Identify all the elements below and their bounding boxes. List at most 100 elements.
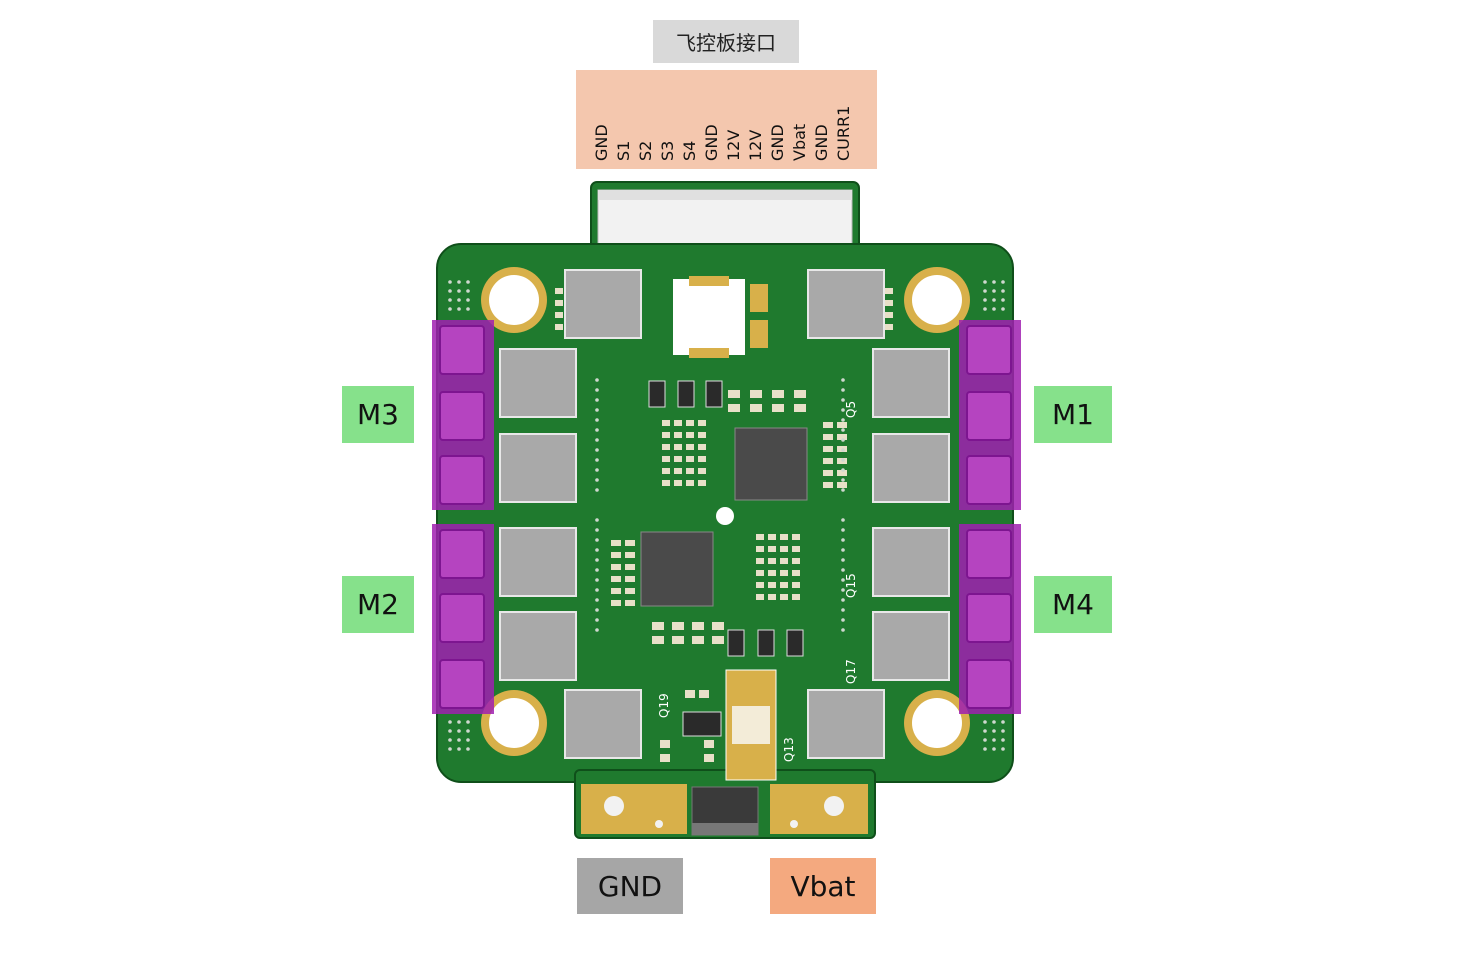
motor-pad [966, 391, 1012, 441]
pin-label: GND [768, 124, 787, 161]
via [466, 298, 470, 302]
via [595, 598, 599, 602]
passive-component [625, 564, 635, 570]
via [983, 720, 987, 724]
via [595, 428, 599, 432]
via [595, 608, 599, 612]
via [841, 588, 845, 592]
passive-component [823, 470, 833, 476]
passive-component [625, 540, 635, 546]
motor-label-m2: M2 [342, 576, 414, 633]
motor-pad [439, 455, 485, 505]
mosfet [807, 269, 885, 339]
via [841, 568, 845, 572]
passive-component [823, 434, 833, 440]
passive-component [792, 558, 800, 564]
passive-component [652, 622, 664, 630]
via [983, 280, 987, 284]
passive-component [780, 558, 788, 564]
via [1001, 747, 1005, 751]
passive-component [698, 432, 706, 438]
via [983, 747, 987, 751]
passive-component [660, 740, 670, 748]
mosfet [872, 527, 950, 597]
via [1001, 738, 1005, 742]
passive-component [712, 636, 724, 644]
passive-component [692, 622, 704, 630]
mosfet [499, 348, 577, 418]
passive-component [768, 546, 776, 552]
passive-component [662, 468, 670, 474]
mark-q15: Q15 [844, 573, 858, 598]
via [841, 518, 845, 522]
via [983, 729, 987, 733]
via [841, 398, 845, 402]
pin-label: 12V [746, 129, 765, 161]
via [595, 548, 599, 552]
via [448, 289, 452, 293]
via [595, 478, 599, 482]
vbat-label: Vbat [770, 858, 876, 914]
via [595, 538, 599, 542]
via [1001, 729, 1005, 733]
passive-component [780, 570, 788, 576]
passive-component [611, 576, 621, 582]
via [841, 408, 845, 412]
mark-q13: Q13 [782, 737, 796, 762]
passive-component [698, 480, 706, 486]
pin-label: 12V [724, 129, 743, 161]
via [466, 738, 470, 742]
pin-label: GND [702, 124, 721, 161]
via [448, 729, 452, 733]
passive-component [625, 552, 635, 558]
passive-component [692, 636, 704, 644]
via [595, 438, 599, 442]
passive-component [768, 534, 776, 540]
passive-component [662, 444, 670, 450]
via [992, 289, 996, 293]
via [841, 378, 845, 382]
passive-component [823, 422, 833, 428]
motor-pad [966, 455, 1012, 505]
passive-component [823, 458, 833, 464]
mcu-chip-1 [734, 427, 808, 501]
pad-cells [439, 325, 1012, 709]
via [457, 298, 461, 302]
passive-component [652, 636, 664, 644]
motor-pad [966, 325, 1012, 375]
via [448, 720, 452, 724]
via [457, 720, 461, 724]
via [457, 307, 461, 311]
via [595, 468, 599, 472]
mark-q19: Q19 [657, 693, 671, 718]
via [983, 298, 987, 302]
via [457, 729, 461, 733]
passive-component [686, 420, 694, 426]
mounting-holes [481, 267, 970, 756]
mosfet [499, 611, 577, 681]
passive-component [611, 600, 621, 606]
passive-component [555, 288, 563, 294]
via [595, 628, 599, 632]
passive-component [611, 564, 621, 570]
motor-pad [439, 659, 485, 709]
passive-component [768, 558, 776, 564]
via [595, 418, 599, 422]
via [992, 280, 996, 284]
via [595, 558, 599, 562]
pin-label: Vbat [790, 123, 809, 161]
passive-component [780, 594, 788, 600]
pin-label: S1 [614, 140, 633, 161]
via [841, 538, 845, 542]
pin-label: S3 [658, 140, 677, 161]
mosfet [872, 433, 950, 503]
gnd-pad [581, 784, 687, 834]
via [448, 298, 452, 302]
passive-component [792, 570, 800, 576]
passive-component [712, 622, 724, 630]
passive-component [625, 588, 635, 594]
passive-component [674, 432, 682, 438]
passive-component [885, 324, 893, 330]
passive-component [756, 558, 764, 564]
